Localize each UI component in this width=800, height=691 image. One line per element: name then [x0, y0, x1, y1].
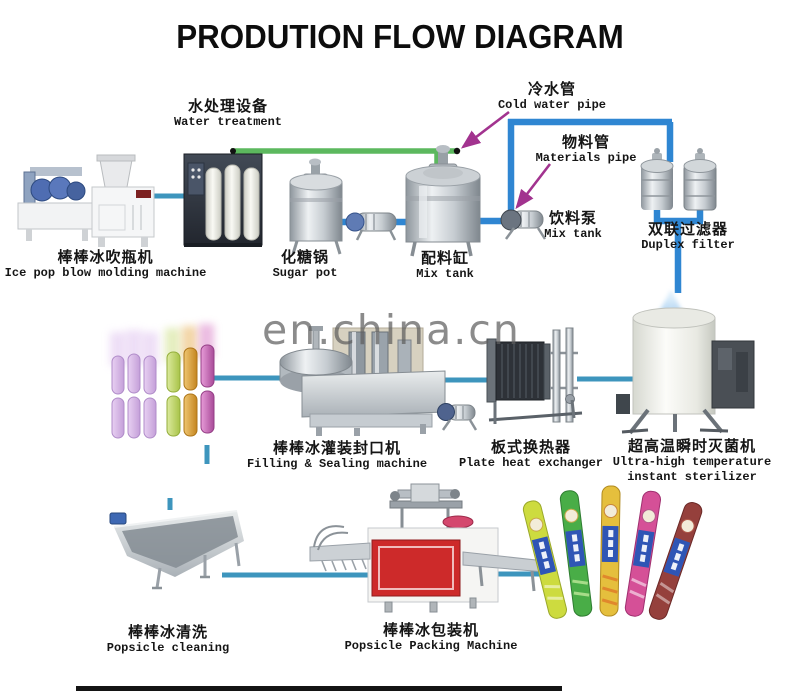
label-plate-heat-exchanger: 板式换热器 Plate heat exchanger — [458, 438, 604, 470]
label-materials-pipe: 物料管 Materials pipe — [535, 133, 637, 165]
filling-sealing-machine-icon — [279, 326, 446, 436]
label-pointer-arrows — [460, 110, 552, 210]
beverage-pump-icon — [500, 209, 547, 240]
pipe-junction-dot — [230, 148, 236, 154]
sterilizer-icon — [616, 290, 755, 435]
mix-tank-icon — [405, 145, 481, 257]
popsicle-packing-machine-icon — [309, 483, 546, 613]
page-title: PRODUTION FLOW DIAGRAM — [176, 18, 624, 55]
blow-molding-machine-icon — [17, 154, 155, 247]
finished-popsicles-icon — [522, 485, 703, 620]
sugar-pot-icon — [289, 158, 343, 255]
label-water-treatment: 水处理设备 Water treatment — [173, 97, 283, 129]
empty-popsicle-tubes-icon — [110, 324, 215, 439]
label-sugar-pot: 化糖锅 Sugar pot — [272, 248, 338, 280]
label-filling-sealing-machine: 棒棒冰灌装封口机 Filling & Sealing machine — [246, 439, 428, 471]
label-packing-machine: 棒棒冰包装机 Popsicle Packing Machine — [344, 621, 518, 653]
bottom-edge-bar — [76, 686, 562, 691]
label-sterilizer: 超高温瞬时灭菌机 Ultra-high temperature instant … — [612, 437, 772, 484]
label-blow-molding-machine: 棒棒冰吹瓶机 Ice pop blow molding machine — [4, 248, 207, 280]
popsicle-cleaning-machine-icon — [109, 510, 244, 590]
pipe-junction-dot — [453, 147, 461, 155]
transfer-pump-icon — [437, 403, 478, 431]
watermark: en.china.cn — [262, 306, 521, 354]
duplex-filter-icon — [640, 148, 717, 211]
label-popsicle-cleaning: 棒棒冰清洗 Popsicle cleaning — [106, 623, 230, 655]
label-cold-water-pipe: 冷水管 Cold water pipe — [497, 80, 607, 112]
plate-heat-exchanger-icon — [486, 327, 583, 424]
label-mix-tank: 配料缸 Mix tank — [416, 249, 474, 281]
water-treatment-icon — [183, 153, 263, 247]
sugar-pump-icon — [345, 212, 397, 241]
label-duplex-filter: 双联过滤器 Duplex filter — [641, 220, 735, 252]
label-beverage-pump: 饮料泵 Mix tank — [544, 209, 602, 241]
